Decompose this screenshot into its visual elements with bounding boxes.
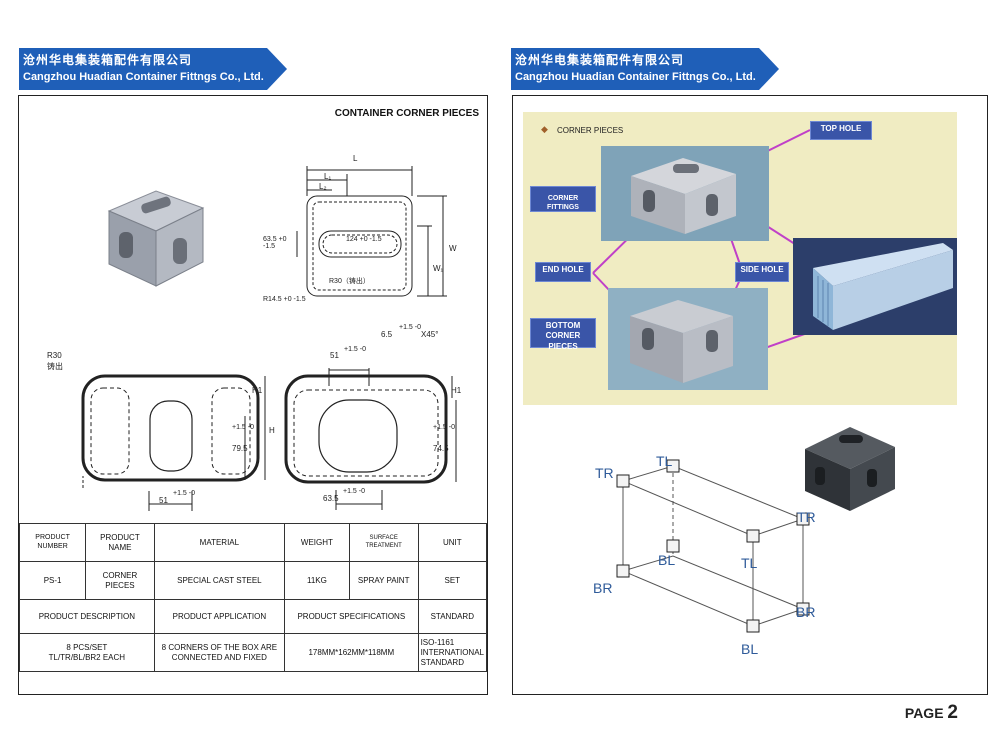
spec-table-row: PS-1 CORNER PIECES SPECIAL CAST STEEL 11… [18,561,488,600]
diagram-panel: ◆ CORNER PIECES TOP HOLE CORNER FITTINGS… [512,95,988,695]
front-view-drawing [81,374,266,511]
spec-application-line-2: CONNECTED AND FIXED [171,652,267,662]
dim-label-r145: R14.5 +0 -1.5 [263,296,306,303]
legend-bullet-icon: ◆ [541,124,548,134]
box-label-tr-right: TR [797,509,816,525]
callout-bottom-corner-pieces: BOTTOM CORNER PIECES [530,318,596,351]
dim-label-65-tol: +1.5 -0 [399,324,421,331]
dim-label-51-bottom: 51 [159,496,168,505]
container-photo [793,238,957,335]
dim-label-635: 63.5 +0 -1.5 [263,236,287,250]
dim-label-124: 124 +0 -1.5 [346,236,382,243]
dim-label-r30: R30（铸出） [329,278,370,285]
dim-label-635-bottom-tol: +1.5 -0 [343,488,365,495]
side-view-drawing [284,368,457,510]
spec-cell-surface-treatment: SPRAY PAINT [348,561,419,600]
callout-bottom-line-2: CORNER PIECES [545,331,581,351]
container-corner-positions-diagram [616,459,810,633]
banner-arrow-shape [19,48,287,90]
spec-standard-line-2: INTERNATIONAL [420,647,484,657]
dim-label-745: 74.5 [433,444,449,453]
spec-header-product-name: PRODUCT NAME [85,523,155,562]
spec-header-material: MATERIAL [153,523,286,562]
dim-label-51-top-tol: +1.5 -0 [344,346,366,353]
spec-header-application: PRODUCT APPLICATION [153,599,286,634]
spec-header-specifications: PRODUCT SPECIFICATIONS [284,599,419,634]
dim-label-W: W [449,244,457,253]
dark-corner-piece-render [805,427,895,511]
spec-header-product-number: PRODUCT NUMBER [18,523,87,562]
spec-cell-application: 8 CORNERS OF THE BOX ARE CONNECTED AND F… [153,633,286,672]
dim-label-H1-front: H1 [252,386,263,395]
dim-label-65: 6.5 [381,330,393,339]
spec-table-row-2: 8 PCS/SET TL/TR/BL/BR2 EACH 8 CORNERS OF… [19,633,488,672]
spec-standard-line-1: ISO-1161 [420,637,455,647]
spec-application-line-1: 8 CORNERS OF THE BOX ARE [161,642,278,652]
dim-label-L: L [353,154,358,163]
spec-header-weight: WEIGHT [284,523,350,562]
spec-header-standard: STANDARD [417,599,488,634]
spec-sheet-title: CONTAINER CORNER PIECES [334,108,479,119]
company-name-en: Cangzhou Huadian Container Fittngs Co., … [23,71,264,83]
callout-corner-fittings: CORNER FITTINGS [530,186,596,212]
top-corner-fitting-photo [601,146,769,241]
callout-end-hole: END HOLE [535,262,591,282]
spec-cell-product-number: PS-1 [18,561,87,600]
top-view-drawing [296,166,447,297]
legend-title: CORNER PIECES [557,126,624,135]
dim-label-H1-side: H1 [451,386,462,395]
callout-bottom-line-1: BOTTOM [545,321,581,330]
company-name-cn: 沧州华电集装箱配件有限公司 [515,53,685,67]
callout-side-hole: SIDE HOLE [735,262,789,282]
box-label-bl-inner: BL [658,552,676,568]
bottom-corner-fitting-photo [608,288,768,390]
spec-description-line-1: 8 PCS/SET [66,642,108,652]
spec-sheet-panel: CONTAINER CORNER PIECES L L₁ L₂ W W₁ 63.… [18,95,488,695]
spec-table: PRODUCT NUMBER PRODUCT NAME MATERIAL WEI… [18,523,488,672]
spec-cell-weight: 11KG [284,561,350,600]
box-label-tl-inner: TL [741,555,758,571]
box-label-bl-bottom: BL [741,641,759,657]
callout-top-hole: TOP HOLE [810,121,872,140]
corner-piece-render [107,190,205,287]
dim-label-51-top: 51 [330,351,339,360]
dim-label-795-tol: +1.5 -0 [232,424,254,431]
spec-header-surface-treatment: SURFACE TREATMENT [348,523,419,562]
spec-header-description: PRODUCT DESCRIPTION [19,599,155,634]
company-name-en: Cangzhou Huadian Container Fittngs Co., … [515,71,756,83]
company-banner-left: 沧州华电集装箱配件有限公司 Cangzhou Huadian Container… [19,48,287,90]
page-word: PAGE [904,705,944,721]
dim-label-r30-front-cn: 铸出 [47,362,63,371]
spec-cell-unit: SET [417,561,488,600]
company-name-cn: 沧州华电集装箱配件有限公司 [23,53,193,67]
dim-label-x45: X45° [421,330,439,339]
spec-description-line-2: TL/TR/BL/BR2 EACH [48,652,126,662]
spec-cell-specifications: 178MM*162MM*118MM [284,633,419,672]
dim-label-H: H [269,426,275,435]
page-number-footer: PAGE 2 [905,702,958,724]
spec-cell-description: 8 PCS/SET TL/TR/BL/BR2 EACH [19,633,155,672]
page-number: 2 [947,702,958,723]
dim-label-51-bottom-tol: +1.5 -0 [173,490,195,497]
banner-arrow-shape [511,48,779,90]
box-label-br-right: BR [796,604,816,620]
spec-standard-line-3: STANDARD [420,657,464,667]
box-label-tr-top: TR [595,465,614,481]
spec-cell-material: SPECIAL CAST STEEL [153,561,286,600]
dim-label-745-tol: +1.5 -0 [433,424,455,431]
dim-label-r30-front: R30 [47,351,62,360]
dim-label-L1: L₁ [324,172,332,181]
dim-label-795: 79.5 [232,444,248,453]
dim-label-W1: W₁ [433,264,444,273]
company-banner-right: 沧州华电集装箱配件有限公司 Cangzhou Huadian Container… [511,48,779,90]
spec-table-header-row-2: PRODUCT DESCRIPTION PRODUCT APPLICATION … [19,599,488,634]
spec-table-header-row: PRODUCT NUMBER PRODUCT NAME MATERIAL WEI… [18,523,488,562]
dim-label-635-bottom: 63.5 [323,494,339,503]
spec-cell-standard: ISO-1161 INTERNATIONAL STANDARD [417,633,488,672]
dim-label-L2: L₂ [319,182,327,191]
spec-header-unit: UNIT [417,523,488,562]
box-label-tl-top: TL [656,453,673,469]
spec-cell-product-name: CORNER PIECES [85,561,155,600]
box-label-br-left: BR [593,580,613,596]
